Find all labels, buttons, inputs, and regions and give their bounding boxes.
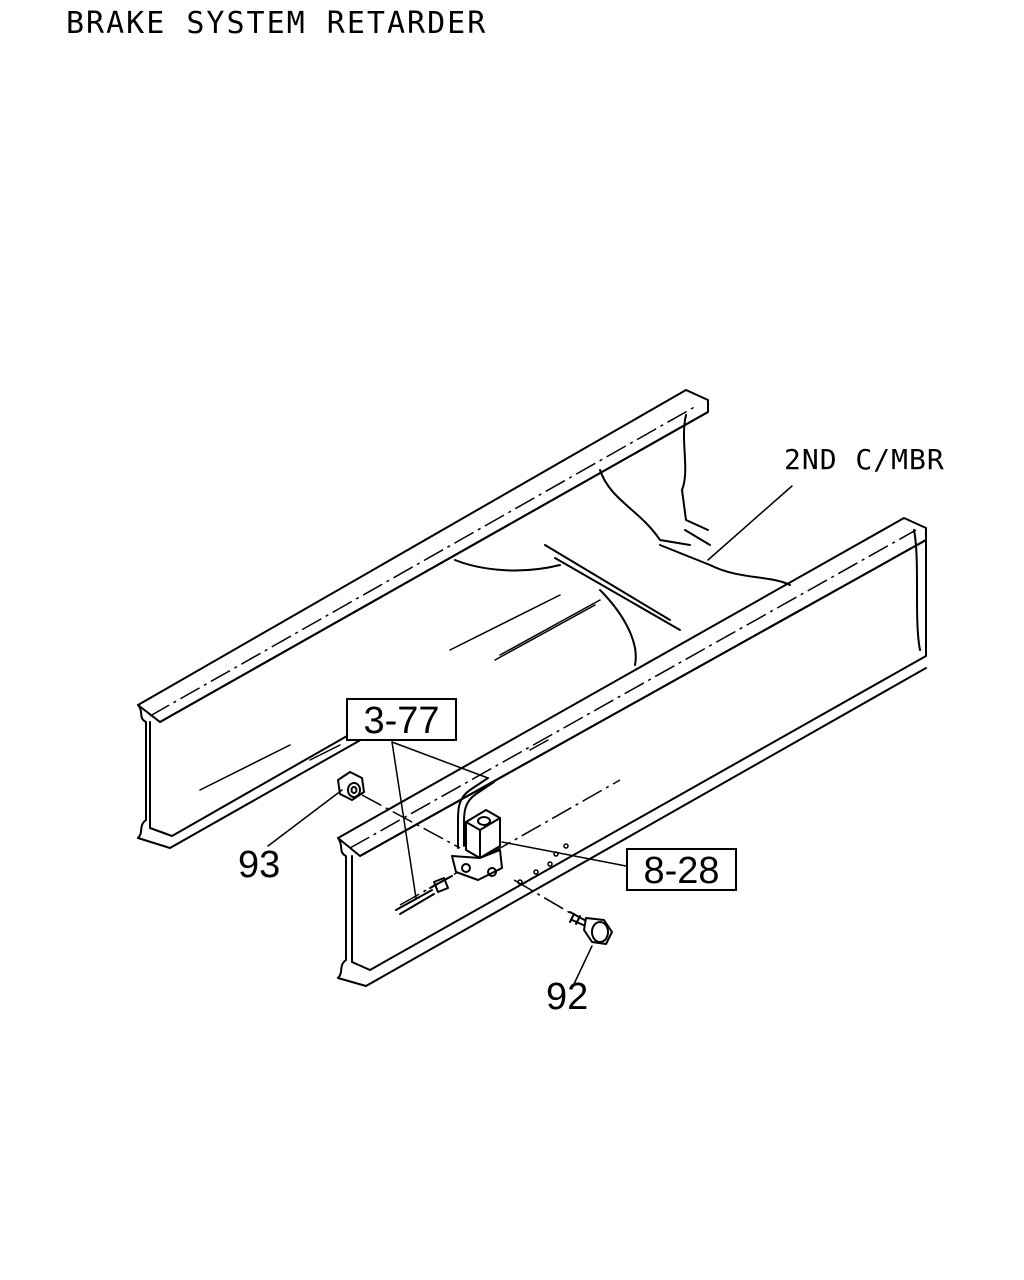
front-frame-rail <box>337 517 927 987</box>
valve-reference-box[interactable]: 8-28 <box>626 848 737 891</box>
bolt-callout: 92 <box>546 976 589 1018</box>
nut-93 <box>337 771 461 849</box>
leader-lines <box>267 485 793 985</box>
bolt-92 <box>513 879 613 945</box>
pipe-reference-box[interactable]: 3-77 <box>346 698 457 741</box>
nut-callout: 93 <box>238 844 281 886</box>
retarder-valve <box>395 777 569 915</box>
cross-member-label: 2ND C/MBR <box>784 443 945 476</box>
cross-member <box>449 469 791 666</box>
back-frame-rail <box>137 389 709 849</box>
diagram-title: BRAKE SYSTEM RETARDER <box>66 6 488 41</box>
